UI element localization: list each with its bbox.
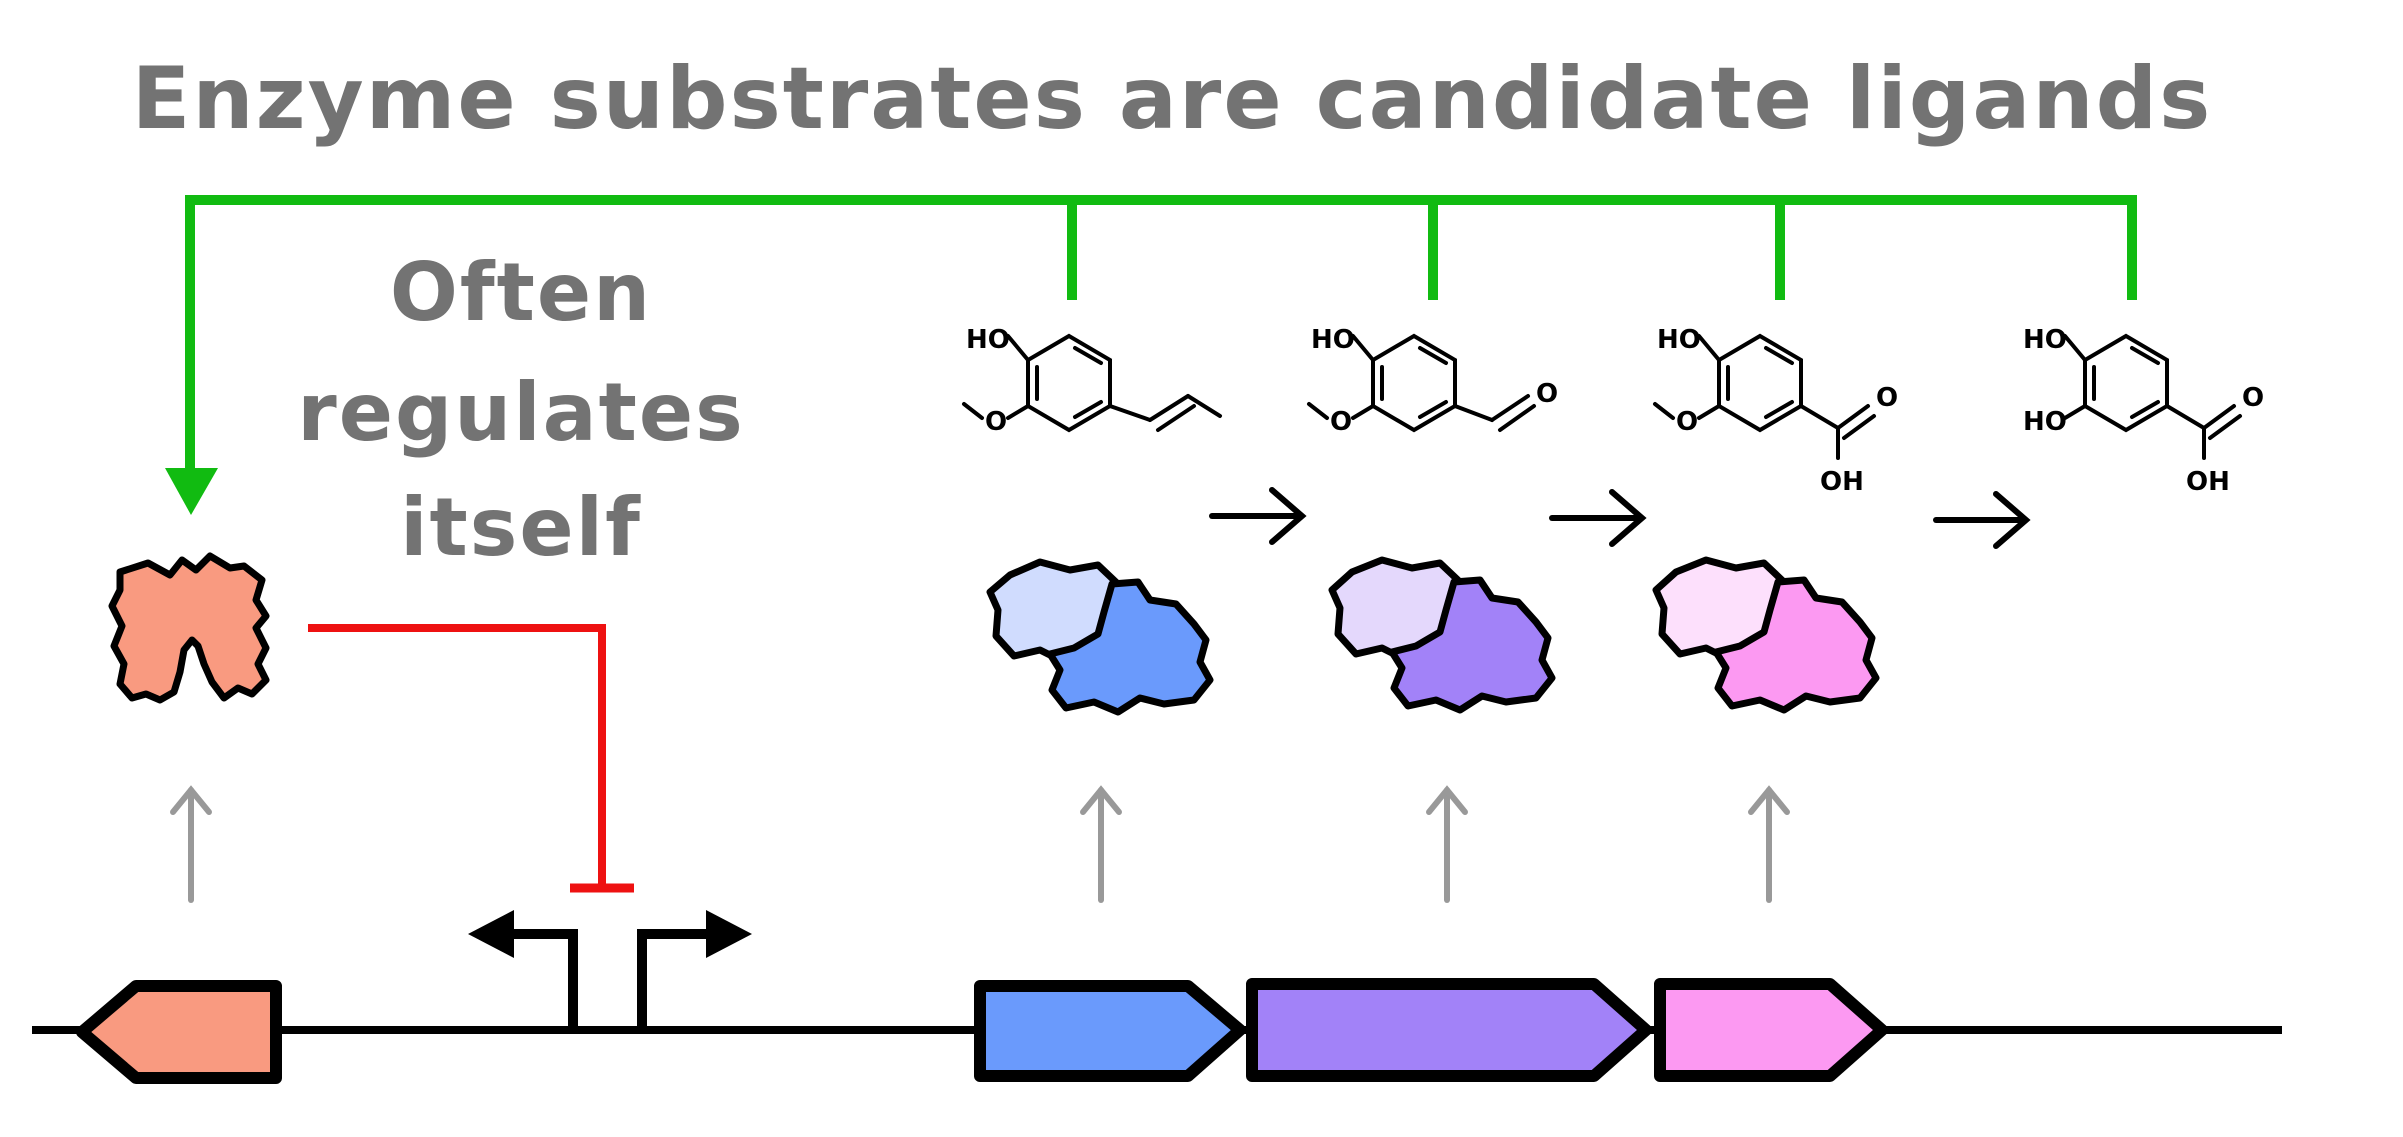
- expression-arrow-enzyme-3: [1748, 785, 1790, 903]
- reaction-arrow-1: [1209, 487, 1307, 545]
- vanillin-hydroxyl-label: HO: [1311, 325, 1355, 355]
- enzyme-1-protein: [986, 558, 1214, 716]
- vanillic-acid-carbonyl-oxygen-label: O: [1876, 383, 1898, 413]
- self-regulation-line-3: itself: [400, 481, 642, 574]
- regulator-protein: [108, 552, 270, 704]
- ligand-bracket-bar: [185, 195, 2137, 475]
- expression-arrow-enzyme-2: [1426, 785, 1468, 903]
- ligand-bracket: [185, 195, 2137, 475]
- enzyme-3-protein: [1652, 556, 1880, 714]
- isoeugenol-hydroxyl-label: HO: [966, 325, 1010, 355]
- self-regulation-line-2: regulates: [297, 366, 744, 459]
- enzyme-2-protein: [1328, 556, 1556, 714]
- reaction-arrow-2: [1549, 489, 1647, 547]
- repression-line: [308, 624, 606, 888]
- gene-enzyme-3: [1654, 978, 1888, 1082]
- expression-arrows: [170, 785, 1790, 903]
- diagram-title: Enzyme substrates are candidate ligands: [132, 49, 2213, 149]
- vanillic-acid-carboxyl-oh-label: OH: [1820, 467, 1864, 497]
- isoeugenol-methoxy-oxygen-label: O: [985, 407, 1007, 437]
- ligand-arrowhead: [165, 468, 218, 515]
- molecule-vanillic-acid: HO O O OH: [1653, 325, 1898, 497]
- protocatechuic-acid-hydroxyl-label: HO: [2023, 325, 2067, 355]
- expression-arrow-regulator: [170, 785, 212, 903]
- reaction-arrow-3: [1933, 491, 2031, 549]
- gene-enzyme-2: [1246, 978, 1652, 1082]
- reaction-arrows: [1209, 487, 2031, 549]
- protocatechuic-acid-carboxyl-oh-label: OH: [2186, 467, 2230, 497]
- gene-regulator: [76, 980, 282, 1084]
- protocatechuic-acid-second-hydroxyl-label: HO: [2023, 407, 2067, 437]
- promoter-right: [637, 910, 752, 1030]
- vanillic-acid-hydroxyl-label: HO: [1657, 325, 1701, 355]
- self-regulation-label: Often regulates itself: [297, 246, 744, 574]
- expression-arrow-enzyme-1: [1080, 785, 1122, 903]
- vanillin-carbonyl-oxygen-label: O: [1536, 379, 1558, 409]
- vanillic-acid-methoxy-oxygen-label: O: [1676, 407, 1698, 437]
- promoter-left: [468, 910, 578, 1030]
- vanillin-methoxy-oxygen-label: O: [1330, 407, 1352, 437]
- protocatechuic-acid-carbonyl-oxygen-label: O: [2242, 383, 2264, 413]
- gene-enzyme-1: [974, 980, 1246, 1082]
- molecule-isoeugenol: HO O: [962, 325, 1222, 437]
- molecule-protocatechuic-acid: HO HO O OH: [2023, 325, 2264, 497]
- molecule-vanillin: HO O O: [1307, 325, 1558, 437]
- self-regulation-line-1: Often: [390, 246, 652, 339]
